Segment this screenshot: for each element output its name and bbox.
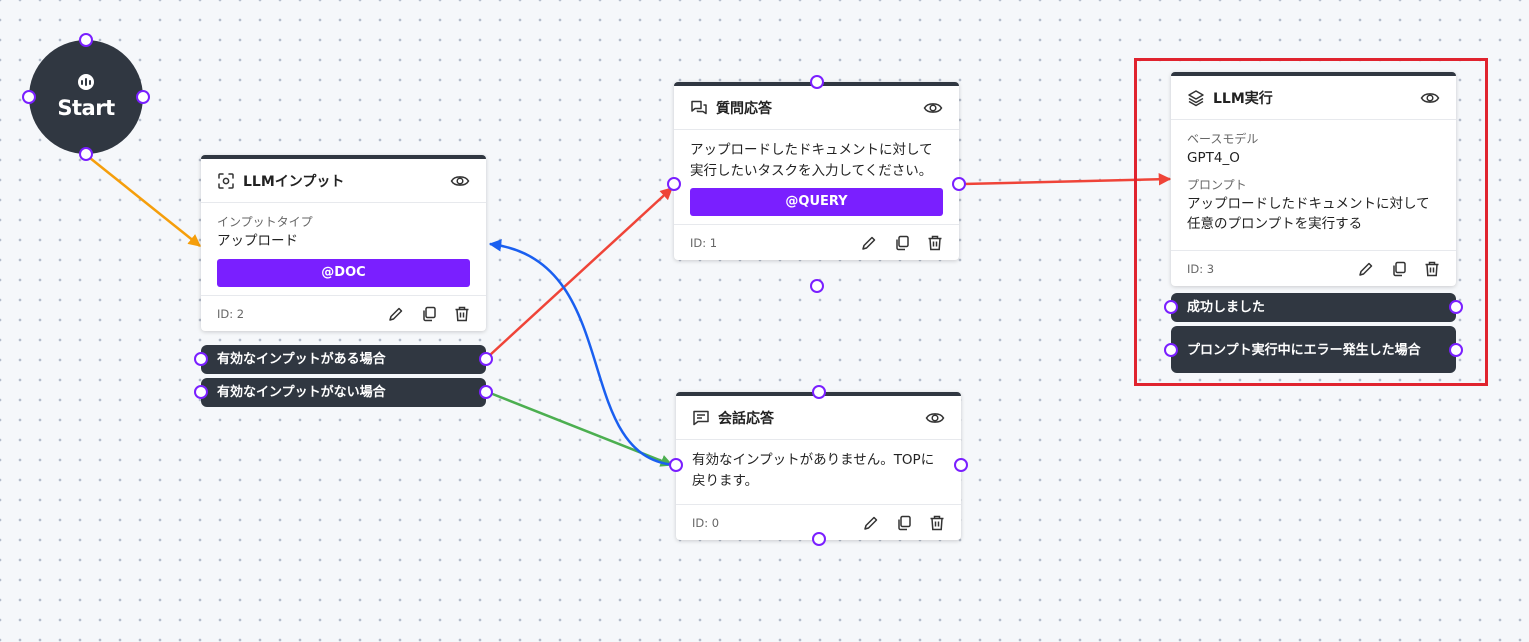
trash-icon[interactable] — [1424, 261, 1440, 277]
condition-label: 成功しました — [1187, 299, 1266, 315]
pencil-icon[interactable] — [863, 515, 879, 531]
pencil-icon[interactable] — [1358, 261, 1374, 277]
chat-body: 有効なインプットがありません。TOPに戻ります。 — [676, 440, 961, 504]
chat-title: 会話応答 — [718, 410, 774, 427]
node-id: ID: 1 — [690, 235, 718, 250]
pencil-icon[interactable] — [861, 235, 877, 251]
chat-text: 有効なインプットがありません。TOPに戻ります。 — [692, 452, 935, 489]
llm-exec-footer: ID: 3 — [1171, 250, 1456, 286]
node-id: ID: 3 — [1187, 261, 1215, 276]
qa-title: 質問応答 — [716, 100, 772, 117]
chat-handle-right[interactable] — [954, 458, 968, 472]
llm-input-body: インプットタイプ アップロード @DOC — [201, 203, 486, 295]
qa-handle-bottom[interactable] — [810, 279, 824, 293]
input-type-label: インプットタイプ — [217, 215, 313, 229]
valid-input-handle-left[interactable] — [194, 352, 208, 366]
error-handle-left[interactable] — [1164, 343, 1178, 357]
copy-icon[interactable] — [894, 235, 910, 251]
trash-icon[interactable] — [929, 515, 945, 531]
qa-node[interactable]: 質問応答 アップロードしたドキュメントに対して実行したいタスクを入力してください… — [674, 82, 959, 260]
condition-label: 有効なインプットがある場合 — [217, 351, 386, 367]
pencil-icon[interactable] — [388, 306, 404, 322]
copy-icon[interactable] — [896, 515, 912, 531]
edge-valid-input-to-qa[interactable] — [489, 187, 673, 356]
message-icon — [692, 409, 710, 427]
condition-prompt-error[interactable]: プロンプト実行中にエラー発生した場合 — [1171, 326, 1456, 373]
condition-label: プロンプト実行中にエラー発生した場合 — [1187, 342, 1421, 358]
edge-invalid-input-to-chat[interactable] — [489, 391, 674, 467]
llm-exec-title: LLM実行 — [1213, 90, 1273, 107]
qa-text: アップロードしたドキュメントに対して実行したいタスクを入力してください。 — [690, 142, 933, 179]
scan-icon — [217, 172, 235, 190]
eye-icon[interactable] — [450, 173, 470, 189]
chat-footer: ID: 0 — [676, 504, 961, 540]
invalid-input-handle-right[interactable] — [479, 385, 493, 399]
llm-input-node[interactable]: LLMインプット インプットタイプ アップロード @DOC ID: 2 — [201, 155, 486, 331]
llm-input-title: LLMインプット — [243, 173, 345, 190]
valid-input-handle-right[interactable] — [479, 352, 493, 366]
invalid-input-handle-left[interactable] — [194, 385, 208, 399]
edge-chat-to-llm-input[interactable] — [488, 239, 675, 467]
qa-handle-left[interactable] — [667, 177, 681, 191]
qa-handle-right[interactable] — [952, 177, 966, 191]
chat-node[interactable]: 会話応答 有効なインプットがありません。TOPに戻ります。 ID: 0 — [676, 392, 961, 540]
prompt-value: アップロードしたドキュメントに対して任意のプロンプトを実行する — [1187, 196, 1430, 232]
query-variable-badge[interactable]: @QUERY — [690, 188, 943, 216]
condition-invalid-input[interactable]: 有効なインプットがない場合 — [201, 378, 486, 407]
doc-variable-badge[interactable]: @DOC — [217, 259, 470, 287]
success-handle-left[interactable] — [1164, 300, 1178, 314]
eye-icon[interactable] — [923, 100, 943, 116]
trash-icon[interactable] — [927, 235, 943, 251]
start-label: Start — [57, 96, 115, 120]
chat-bubbles-icon — [690, 99, 708, 117]
start-handle-left[interactable] — [22, 90, 36, 104]
eye-icon[interactable] — [1420, 90, 1440, 106]
layers-icon — [1187, 89, 1205, 107]
chat-handle-top[interactable] — [812, 385, 826, 399]
copy-icon[interactable] — [421, 306, 437, 322]
qa-handle-top[interactable] — [810, 75, 824, 89]
error-handle-right[interactable] — [1449, 343, 1463, 357]
qa-footer: ID: 1 — [674, 224, 959, 260]
chat-handle-bottom[interactable] — [812, 532, 826, 546]
llm-input-footer: ID: 2 — [201, 295, 486, 331]
start-node[interactable]: Start — [29, 40, 143, 154]
edge-start-to-llm-input[interactable] — [89, 157, 201, 247]
chat-handle-left[interactable] — [669, 458, 683, 472]
start-handle-right[interactable] — [136, 90, 150, 104]
llm-exec-node[interactable]: LLM実行 ベースモデル GPT4_O プロンプト アップロードしたドキュメント… — [1171, 72, 1456, 286]
edge-qa-to-llm-exec[interactable] — [962, 173, 1172, 186]
copy-icon[interactable] — [1391, 261, 1407, 277]
start-icon — [78, 74, 94, 90]
condition-label: 有効なインプットがない場合 — [217, 384, 386, 400]
llm-exec-body: ベースモデル GPT4_O プロンプト アップロードしたドキュメントに対して任意… — [1171, 120, 1456, 250]
eye-icon[interactable] — [925, 410, 945, 426]
condition-valid-input[interactable]: 有効なインプットがある場合 — [201, 345, 486, 374]
base-model-value: GPT4_O — [1187, 150, 1240, 166]
start-handle-top[interactable] — [79, 33, 93, 47]
qa-body: アップロードしたドキュメントに対して実行したいタスクを入力してください。 @QU… — [674, 130, 959, 224]
qa-header: 質問応答 — [674, 86, 959, 130]
condition-success[interactable]: 成功しました — [1171, 293, 1456, 322]
llm-input-header: LLMインプット — [201, 159, 486, 203]
base-model-label: ベースモデル — [1187, 132, 1259, 146]
input-type-value: アップロード — [217, 233, 298, 249]
start-handle-bottom[interactable] — [79, 147, 93, 161]
llm-exec-header: LLM実行 — [1171, 76, 1456, 120]
success-handle-right[interactable] — [1449, 300, 1463, 314]
node-id: ID: 0 — [692, 515, 720, 530]
node-id: ID: 2 — [217, 306, 245, 321]
chat-header: 会話応答 — [676, 396, 961, 440]
trash-icon[interactable] — [454, 306, 470, 322]
prompt-label: プロンプト — [1187, 178, 1247, 192]
